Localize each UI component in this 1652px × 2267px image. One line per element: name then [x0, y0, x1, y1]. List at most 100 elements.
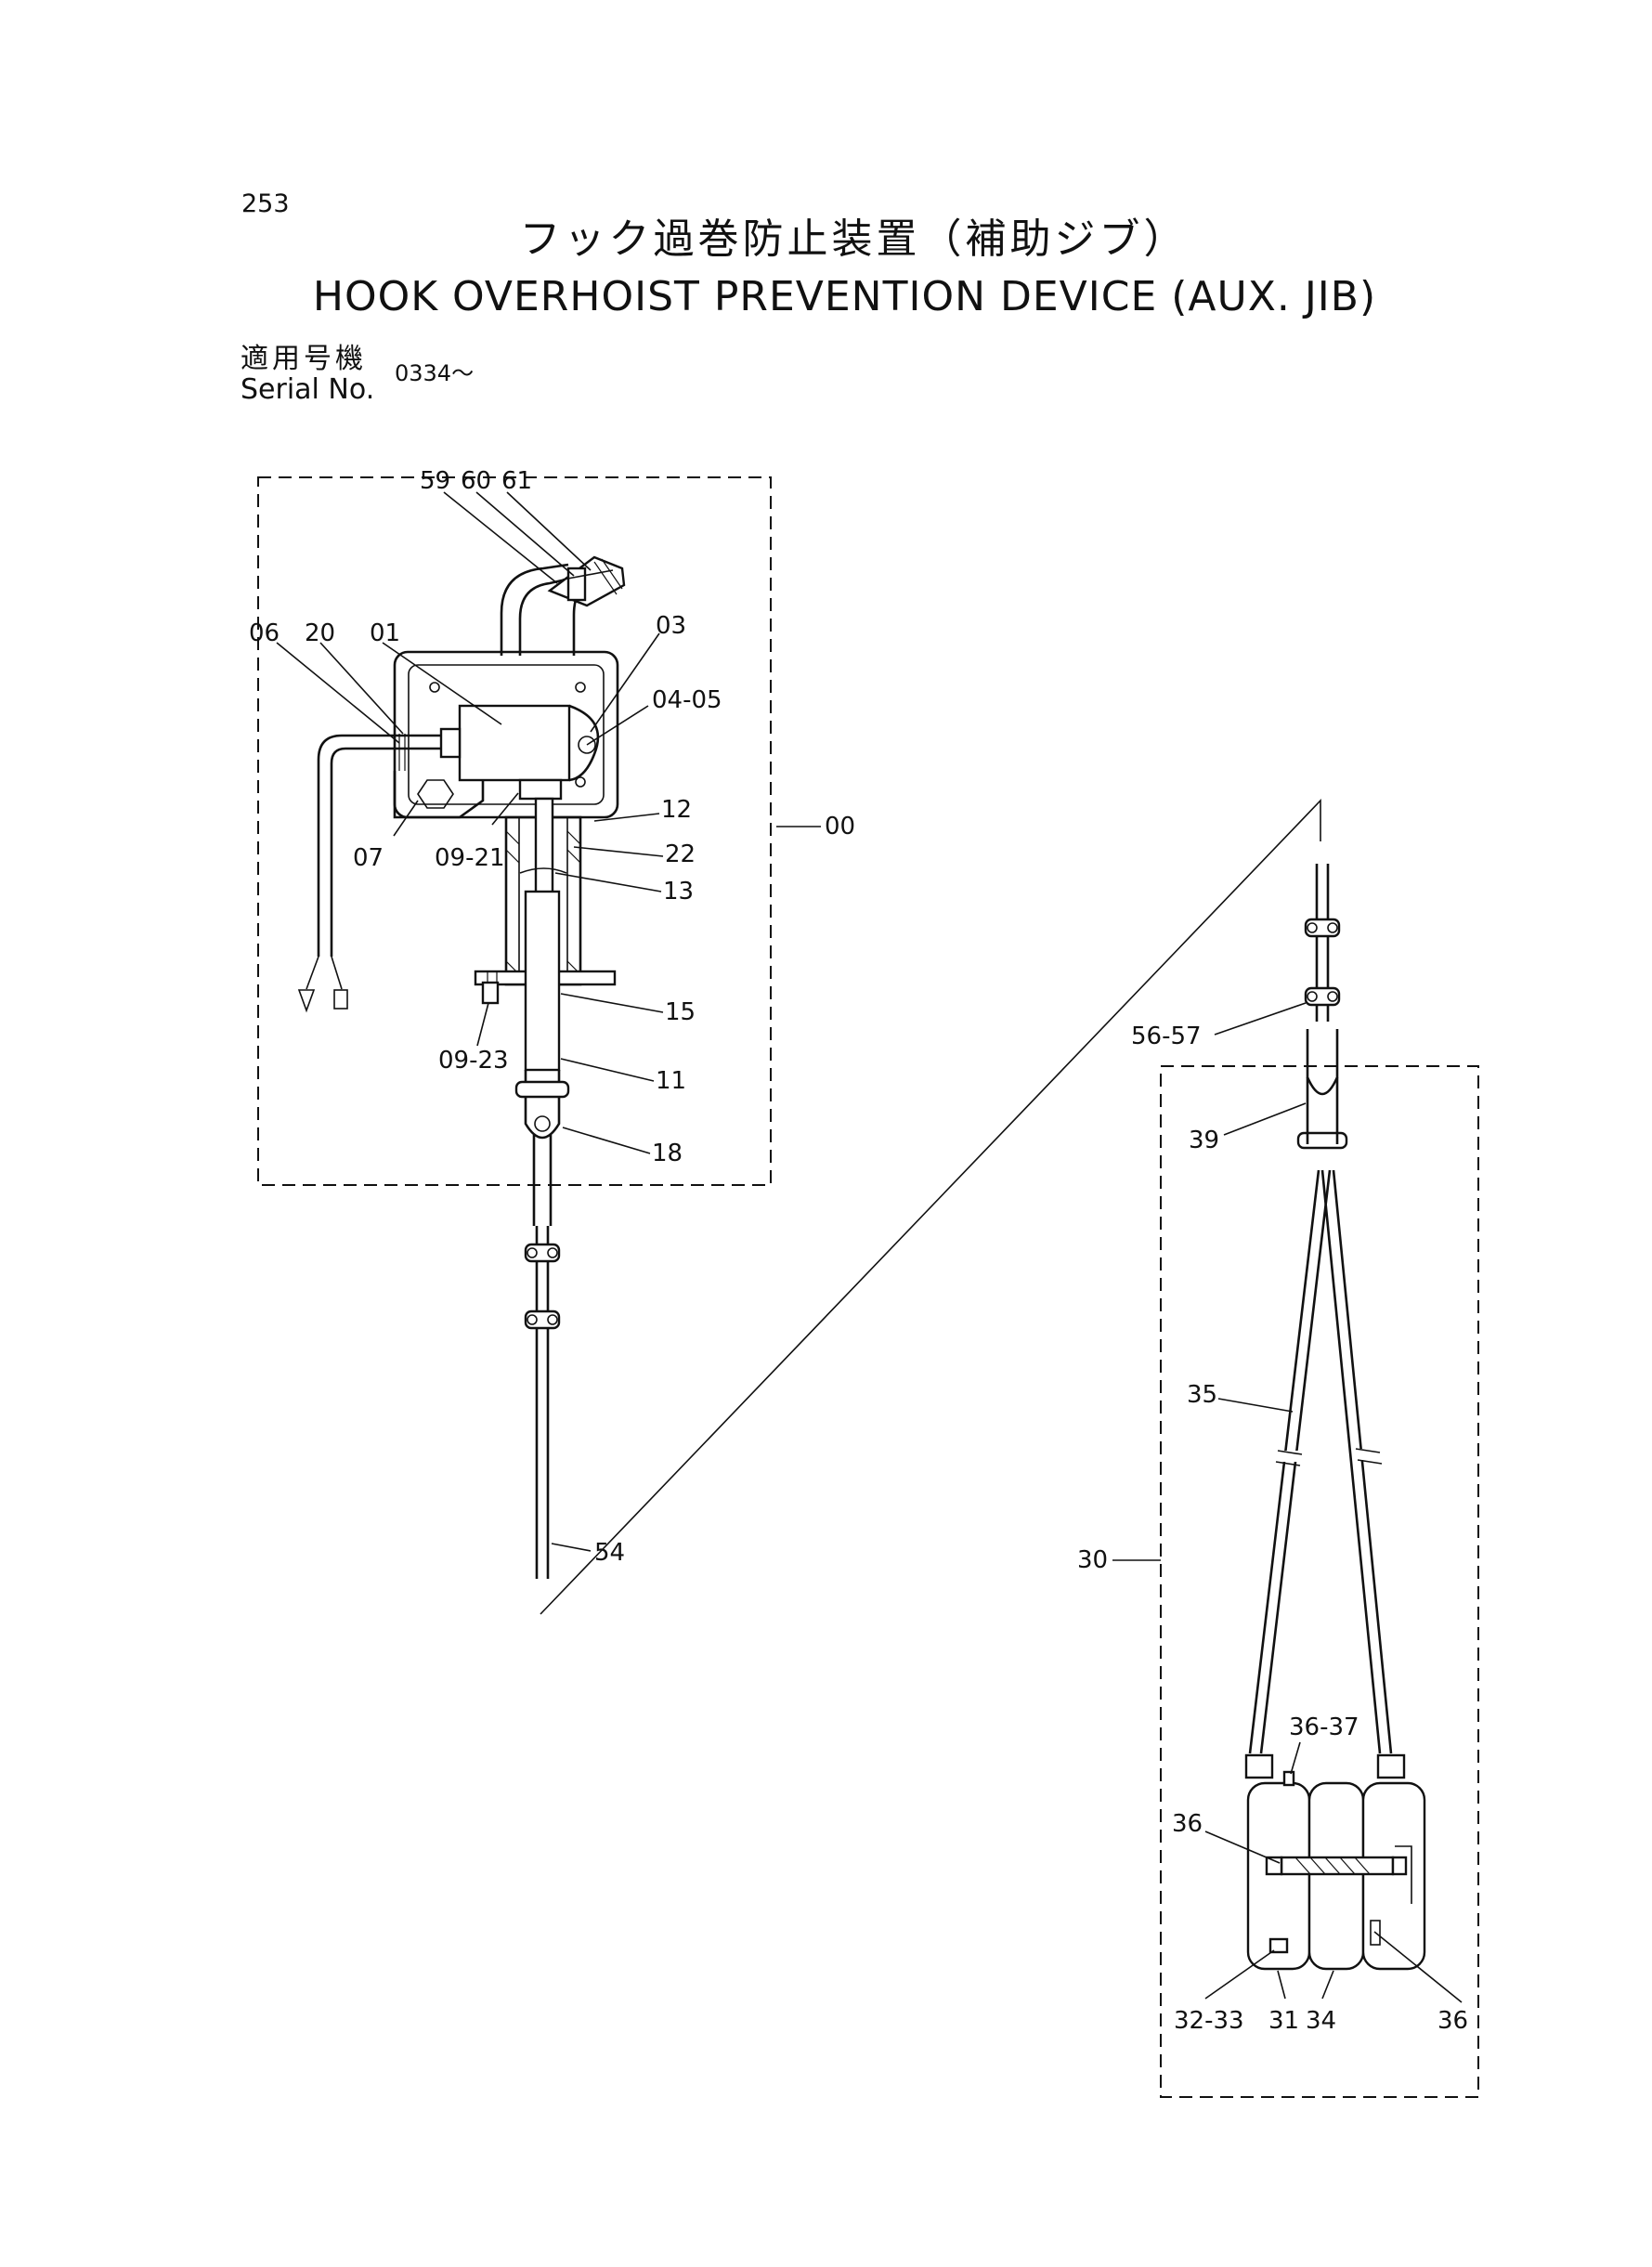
- callout-03: 03: [656, 612, 686, 640]
- leader-20: [319, 642, 404, 735]
- bolt-shaft: [562, 569, 614, 580]
- callout-22: 22: [665, 840, 696, 868]
- leader-09-21: [491, 792, 519, 826]
- switch-box-lower: [393, 771, 485, 819]
- shackle-39: [1306, 1029, 1339, 1096]
- leader-lines: [276, 491, 1463, 2003]
- plunger-rod: [534, 797, 554, 903]
- spring-cap: [519, 867, 567, 874]
- clip-3-nut-a: [1307, 922, 1318, 933]
- clip-4-nut-a: [1307, 991, 1318, 1002]
- leader-12: [593, 813, 660, 822]
- leader-06: [276, 642, 400, 744]
- sling-leg-right: [1320, 1169, 1393, 1754]
- leader-39: [1223, 1102, 1307, 1136]
- leader-35: [1217, 1398, 1294, 1413]
- terminal-ring: [333, 989, 348, 1010]
- serial-number-value: 0334～: [395, 360, 475, 386]
- plate-screw-2: [575, 682, 586, 693]
- bolt-hatch-5: [1354, 1857, 1371, 1875]
- bolt-nut-36: [1391, 1856, 1408, 1876]
- callout-35: 35: [1187, 1381, 1217, 1409]
- callout-32-33: 32-33: [1174, 2007, 1244, 2035]
- leader-03: [590, 632, 660, 733]
- leader-36-37: [1290, 1741, 1301, 1775]
- page-number: 253: [241, 189, 290, 218]
- serial-label-japanese: 適用号機: [241, 343, 367, 375]
- callout-20: 20: [305, 619, 335, 647]
- leader-36-top: [1204, 1831, 1281, 1864]
- rope-main: [535, 1226, 550, 1579]
- leader-60: [475, 491, 575, 577]
- leader-61: [506, 491, 592, 571]
- cable-inner: [330, 747, 441, 957]
- clip-1-nut-b: [547, 1247, 558, 1258]
- wire-rope-54: [524, 1135, 561, 1579]
- callout-31: 31: [1268, 2007, 1299, 2035]
- bolt-hatch-4: [1339, 1857, 1356, 1875]
- sling-end-left: [1244, 1753, 1274, 1779]
- leader-01: [382, 642, 502, 725]
- connection-line: [540, 799, 1321, 1615]
- leader-22: [573, 846, 664, 857]
- wire-clip-4: [1304, 986, 1341, 1007]
- hatch-a3: [566, 830, 581, 845]
- callout-54: 54: [594, 1539, 625, 1567]
- leader-18: [562, 1127, 651, 1154]
- callout-60: 60: [461, 467, 491, 495]
- cable-gland: [439, 727, 462, 759]
- shackle-39-sides: [1306, 1077, 1339, 1144]
- hanger-loop-inner: [518, 576, 575, 656]
- clip-2-nut-b: [547, 1314, 558, 1325]
- callout-56-57: 56-57: [1131, 1023, 1202, 1050]
- callout-labels: 59 60 61 06 20 01 03 04-05 12 22 13 07 0…: [249, 467, 1468, 2035]
- hatch-a1: [505, 830, 520, 845]
- callout-34: 34: [1306, 2007, 1336, 2035]
- callout-30: 30: [1077, 1546, 1108, 1574]
- bracket-hatch-1: [593, 561, 618, 595]
- shackle-18: [524, 1070, 561, 1140]
- clip-4-nut-b: [1327, 991, 1338, 1002]
- retainer-pin: [1370, 1920, 1381, 1946]
- bracket-hatch-2: [601, 558, 623, 590]
- callout-06: 06: [249, 619, 280, 647]
- leader-56-57: [1214, 1002, 1307, 1036]
- callout-11: 11: [656, 1067, 686, 1095]
- bolt-hatch-2: [1309, 1857, 1326, 1875]
- weight-block-right: [1361, 1781, 1426, 1971]
- callout-36-top: 36: [1172, 1810, 1203, 1838]
- callout-61: 61: [501, 467, 532, 495]
- callout-07: 07: [353, 844, 384, 872]
- leader-09-23: [476, 1002, 489, 1047]
- callout-36-bottom: 36: [1437, 2007, 1468, 2035]
- title-japanese: フック過巻防止装置（補助ジブ）: [519, 215, 1189, 263]
- callout-18: 18: [652, 1140, 683, 1167]
- leader-31: [1277, 1970, 1286, 2000]
- weight-block-center: [1307, 1781, 1365, 1971]
- leader-07: [393, 800, 419, 837]
- wire-clip-2: [524, 1309, 561, 1330]
- leader-04-05: [586, 705, 649, 746]
- callout-59: 59: [420, 467, 450, 495]
- bolt-09-23: [481, 981, 500, 1005]
- switch-roller: [578, 736, 596, 754]
- callout-09-21: 09-21: [435, 844, 505, 872]
- bolt-hatch-1: [1294, 1857, 1311, 1875]
- hanger-loop-left: [500, 563, 569, 656]
- plate-screw-3: [575, 776, 586, 788]
- callout-04-05: 04-05: [652, 686, 722, 714]
- sling-end-right: [1376, 1753, 1406, 1779]
- callout-00: 00: [825, 813, 855, 840]
- leader-11: [560, 1058, 655, 1082]
- callout-13: 13: [663, 878, 694, 905]
- switch-connector: [518, 778, 563, 801]
- plate-screw-1: [429, 682, 440, 693]
- rope-eye-upper: [532, 1135, 553, 1226]
- cable-wire-2: [331, 956, 343, 990]
- shackle-39-pin: [1296, 1131, 1348, 1150]
- leader-32-33: [1204, 1949, 1275, 2000]
- serial-label-english: Serial No.: [241, 373, 375, 406]
- terminal-spade: [297, 989, 316, 1013]
- switch-lever-cover: [568, 704, 600, 782]
- bolt-hatch-3: [1324, 1857, 1341, 1875]
